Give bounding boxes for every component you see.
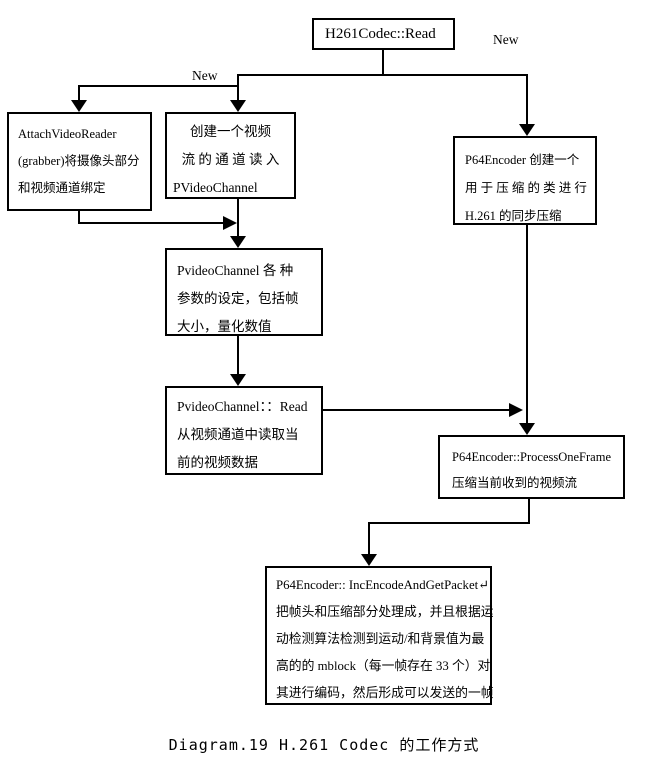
connector-p64-to-process bbox=[526, 223, 528, 425]
node-text: 从视频通道中读取当 bbox=[177, 427, 299, 442]
connector-to-incencode bbox=[368, 522, 370, 556]
connector-read-to-process bbox=[323, 409, 510, 411]
arrowhead-read-merge bbox=[509, 403, 523, 417]
node-text: 动检测算法检测到运动/和背景值为最 bbox=[276, 632, 485, 646]
node-text: 大小，量化数值 bbox=[177, 319, 272, 334]
connector-process-out-left bbox=[369, 522, 530, 524]
connector-main-horizontal bbox=[238, 74, 528, 76]
node-pvideochannel-read: PvideoChannel：：Read 从视频通道中读取当 前的视频数据 bbox=[165, 386, 323, 475]
node-text: 把帧头和压缩部分处理成，并且根据运 bbox=[276, 605, 494, 619]
node-p64encoder-create: P64Encoder 创建一个 用 于 压 缩 的 类 进 行 H.261 的同… bbox=[453, 136, 597, 225]
connector-create-to-params bbox=[237, 198, 239, 238]
node-text: H261Codec::Read bbox=[325, 25, 436, 42]
arrowhead-attach-merge bbox=[223, 216, 237, 230]
connector-params-to-read bbox=[237, 335, 239, 376]
connector-attach-out-right bbox=[79, 222, 225, 224]
node-text: 前的视频数据 bbox=[177, 455, 258, 470]
node-text: (grabber)将摄像头部分 bbox=[18, 154, 140, 168]
node-text: PvideoChannel：：Read bbox=[177, 399, 308, 414]
arrowhead-into-create-channel bbox=[230, 100, 246, 112]
edge-label-new-left: New bbox=[192, 68, 218, 83]
connector-to-attach-reader bbox=[78, 85, 80, 102]
connector-process-out-down bbox=[528, 498, 530, 524]
node-pvideochannel-params: PvideoChannel 各 种 参数的设定，包括帧 大小，量化数值 bbox=[165, 248, 323, 336]
node-text: 压缩当前收到的视频流 bbox=[452, 476, 578, 490]
node-h261codec-read: H261Codec::Read bbox=[312, 18, 455, 50]
arrowhead-into-p64encoder bbox=[519, 124, 535, 136]
connector-attach-out-down bbox=[78, 209, 80, 224]
arrowhead-into-attach-reader bbox=[71, 100, 87, 112]
node-text: H.261 的同步压缩 bbox=[465, 209, 562, 223]
node-text: 创建一个视频 bbox=[190, 124, 271, 139]
node-text: P64Encoder::ProcessOneFrame bbox=[452, 450, 611, 464]
node-text: 和视频通道绑定 bbox=[18, 181, 106, 195]
edge-label-new-right: New bbox=[493, 32, 519, 47]
arrowhead-into-processoneframe bbox=[519, 423, 535, 435]
connector-top-down bbox=[382, 50, 384, 76]
node-text: 其进行编码，然后形成可以发送的一帧 bbox=[276, 686, 494, 700]
node-text: AttachVideoReader bbox=[18, 127, 117, 141]
node-text: PVideoChannel bbox=[173, 180, 258, 195]
node-text: 流 的 通 道 读 入 bbox=[181, 152, 280, 167]
node-text: 高的的 mblock（每一帧存在 33 个）对 bbox=[276, 659, 491, 673]
diagram-caption: Diagram.19 H.261 Codec 的工作方式 bbox=[168, 736, 480, 754]
connector-new-branch bbox=[79, 85, 239, 87]
node-text: 参数的设定，包括帧 bbox=[177, 291, 299, 306]
node-text: P64Encoder:: IncEncodeAndGetPacket↵ bbox=[276, 578, 489, 592]
node-text: P64Encoder 创建一个 bbox=[465, 153, 580, 167]
arrowhead-into-incencode bbox=[361, 554, 377, 566]
node-p64encoder-processoneframe: P64Encoder::ProcessOneFrame 压缩当前收到的视频流 bbox=[438, 435, 625, 499]
node-text: PvideoChannel 各 种 bbox=[177, 263, 294, 278]
node-create-video-channel: 创建一个视频 流 的 通 道 读 入 PVideoChannel bbox=[165, 112, 296, 199]
arrowhead-into-read bbox=[230, 374, 246, 386]
arrowhead-into-params bbox=[230, 236, 246, 248]
node-p64encoder-incencodeandgetpacket: P64Encoder:: IncEncodeAndGetPacket↵ 把帧头和… bbox=[265, 566, 494, 705]
node-text: 用 于 压 缩 的 类 进 行 bbox=[465, 181, 587, 195]
connector-to-p64encoder bbox=[526, 74, 528, 126]
connector-to-create-channel bbox=[237, 74, 239, 102]
node-attach-video-reader: AttachVideoReader (grabber)将摄像头部分 和视频通道绑… bbox=[7, 112, 152, 211]
